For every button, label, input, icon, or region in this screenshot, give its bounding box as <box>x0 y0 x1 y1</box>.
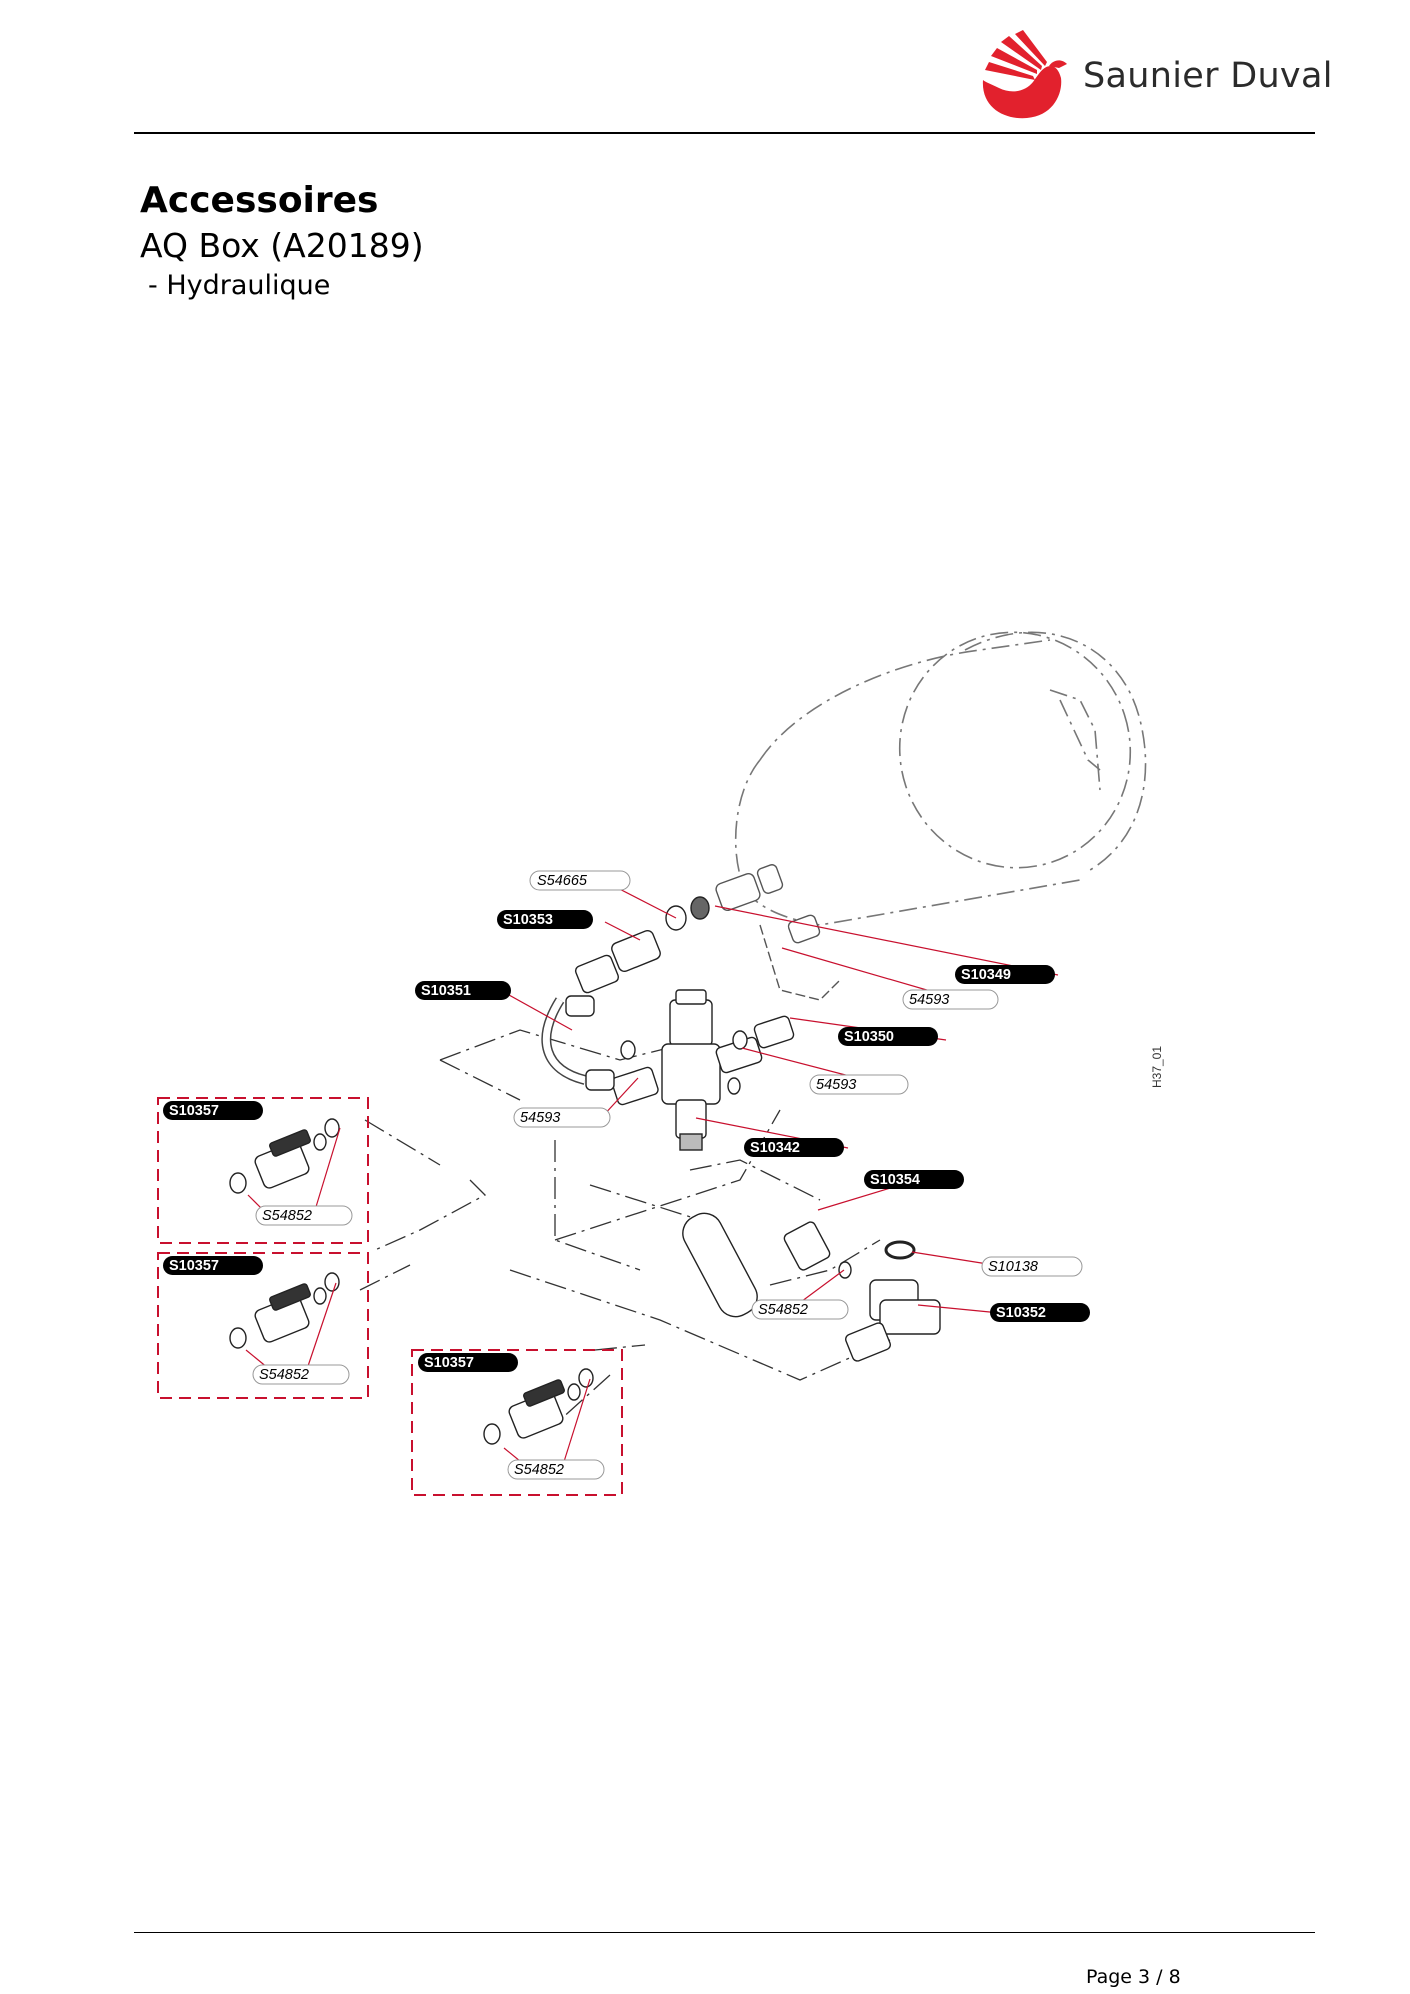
ball-valve-c <box>483 1368 594 1445</box>
callout-s10342: S10342 <box>744 1138 844 1157</box>
svg-text:54593: 54593 <box>909 992 949 1008</box>
drawing-code: H37_01 <box>1150 1046 1164 1088</box>
svg-text:S10349: S10349 <box>961 967 1011 983</box>
valve-kit-box-b <box>157 1252 369 1399</box>
page-title: Accessoires <box>140 180 379 221</box>
brand-name: Saunier Duval <box>1083 56 1333 96</box>
upper-fittings <box>541 896 748 1095</box>
callout-s10357-b: S10357 <box>163 1256 263 1275</box>
svg-text:S54665: S54665 <box>537 873 588 889</box>
svg-text:S10354: S10354 <box>870 1172 920 1188</box>
svg-text:S54852: S54852 <box>514 1462 564 1478</box>
mixing-valve-assembly <box>611 989 795 1151</box>
callout-s54852-main: S54852 <box>751 1299 849 1320</box>
lower-pipe-assembly <box>682 1212 941 1362</box>
svg-text:S10350: S10350 <box>844 1029 894 1045</box>
callout-54593-b: 54593 <box>809 1074 909 1095</box>
section-label: - Hydraulique <box>148 270 331 301</box>
svg-text:S10138: S10138 <box>988 1259 1038 1275</box>
callout-s10353: S10353 <box>497 910 593 929</box>
valve-kit-box-a <box>157 1097 369 1244</box>
svg-text:S10352: S10352 <box>996 1305 1046 1321</box>
svg-text:S10351: S10351 <box>421 983 471 999</box>
callout-s10349: S10349 <box>955 965 1055 984</box>
svg-text:54593: 54593 <box>816 1077 856 1093</box>
footer-divider <box>134 1932 1315 1933</box>
valve-kit-boxes <box>157 1097 623 1496</box>
page-number: Page 3 / 8 <box>1086 1966 1181 1988</box>
svg-text:S54852: S54852 <box>262 1208 312 1224</box>
svg-text:S54852: S54852 <box>259 1367 309 1383</box>
callout-s10350: S10350 <box>838 1027 938 1046</box>
svg-text:S10357: S10357 <box>169 1103 219 1119</box>
tank-outline <box>734 631 1147 926</box>
callout-s10354: S10354 <box>864 1170 964 1189</box>
callout-s10352: S10352 <box>990 1303 1090 1322</box>
saunier-duval-logo <box>982 30 1067 119</box>
callout-s54852-c: S54852 <box>507 1459 605 1480</box>
callout-54593-c: 54593 <box>513 1107 611 1128</box>
svg-text:S10357: S10357 <box>424 1355 474 1371</box>
tank-fittings <box>715 864 841 1001</box>
callout-s54852-a: S54852 <box>255 1205 353 1226</box>
callout-54593-a: 54593 <box>902 989 999 1010</box>
bird-logo-icon <box>982 30 1067 119</box>
callout-s54852-b: S54852 <box>252 1364 350 1385</box>
svg-text:S10342: S10342 <box>750 1140 800 1156</box>
callout-s10357-c: S10357 <box>418 1353 518 1372</box>
header-divider <box>134 132 1315 134</box>
callout-s54665: S54665 <box>529 870 631 891</box>
svg-text:S54852: S54852 <box>758 1302 808 1318</box>
svg-text:S10357: S10357 <box>169 1258 219 1274</box>
page-subtitle: AQ Box (A20189) <box>140 226 424 265</box>
ball-valve-a <box>229 1118 340 1194</box>
svg-text:S10353: S10353 <box>503 912 553 928</box>
valve-kit-box-c <box>411 1349 623 1496</box>
callout-s10357-a: S10357 <box>163 1101 263 1120</box>
ball-valve-b <box>229 1272 340 1349</box>
svg-text:54593: 54593 <box>520 1110 560 1126</box>
callout-s10351: S10351 <box>415 981 511 1000</box>
callout-s10138: S10138 <box>981 1256 1083 1277</box>
